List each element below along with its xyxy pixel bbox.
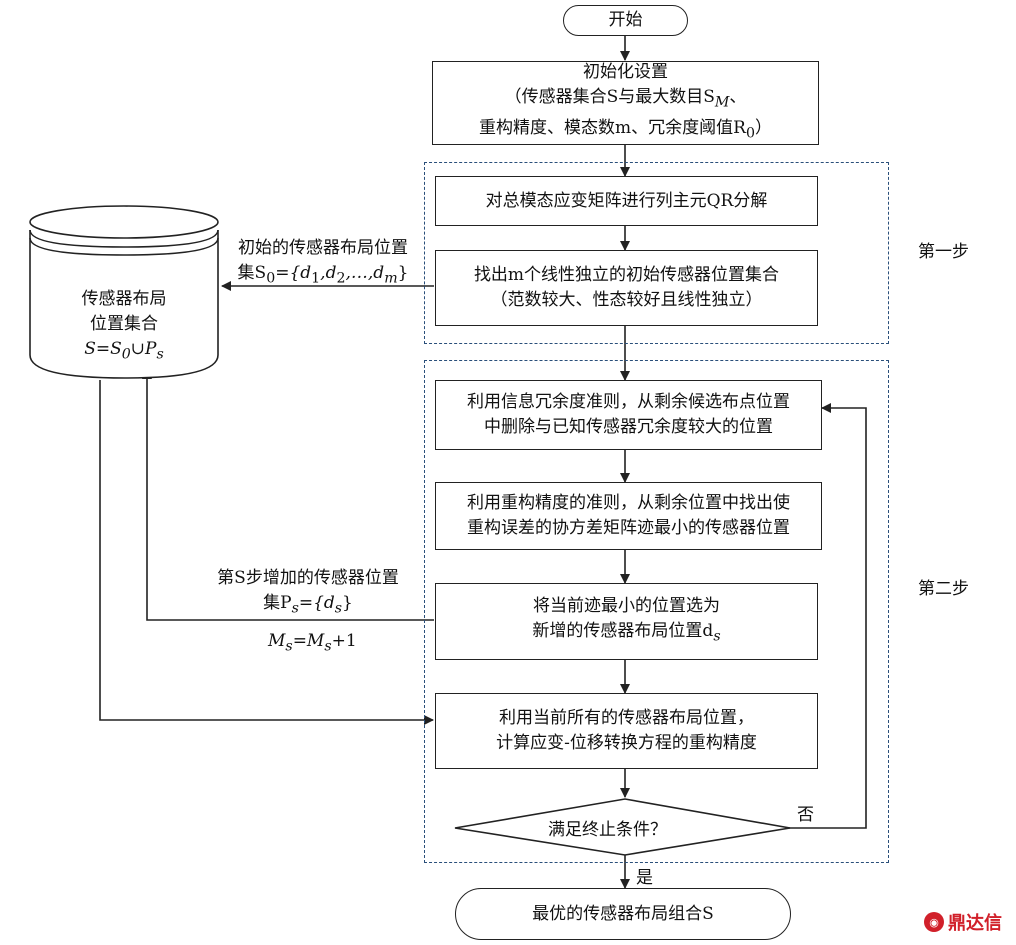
redundancy-line1: 利用信息冗余度准则，从剩余候选布点位置 [467, 392, 790, 412]
database-text: 传感器布局 位置集合 S=S0∪Ps [30, 287, 218, 367]
find-line2: （范数较大、性态较好且线性独立） [490, 290, 763, 310]
added-set-label: 第S步增加的传感器位置 集Ps={ds} [196, 566, 420, 621]
init-line3: 重构精度、模态数m、冗余度阈值R0） [479, 117, 772, 141]
init-title: 初始化设置 [583, 62, 668, 83]
select-line2: 新增的传感器布局位置ds [532, 620, 721, 645]
watermark-logo: ◉ 鼎达信 [924, 909, 1002, 935]
database-line2: 位置集合 [90, 314, 158, 334]
compute-line1: 利用当前所有的传感器布局位置， [499, 708, 754, 728]
initial-set-formula: 集S0={d1,d2,…,dm} [237, 263, 409, 287]
find-line1: 找出m个线性独立的初始传感器位置集合 [473, 265, 780, 285]
start-label: 开始 [608, 10, 643, 30]
init-line2: （传感器集合S与最大数目SM、 [504, 87, 747, 111]
step1-region [424, 162, 889, 344]
count-update-formula: Ms=Ms+1 [268, 631, 357, 655]
precision-line1: 利用重构精度的准则，从剩余位置中找出使 [467, 493, 790, 513]
end-label: 最优的传感器布局组合S [532, 903, 714, 924]
database-formula: S=S0∪Ps [84, 339, 164, 363]
step1-label: 第一步 [918, 242, 969, 262]
qr-decomposition-box: 对总模态应变矩阵进行列主元QR分解 [435, 176, 818, 226]
redundancy-box: 利用信息冗余度准则，从剩余候选布点位置 中删除与已知传感器冗余度较大的位置 [435, 380, 822, 450]
end-terminal: 最优的传感器布局组合S [455, 888, 791, 940]
precision-line2: 重构误差的协方差矩阵迹最小的传感器位置 [467, 518, 790, 538]
initial-set-line1: 初始的传感器布局位置 [238, 238, 408, 258]
redundancy-line2: 中删除与已知传感器冗余度较大的位置 [484, 417, 773, 437]
compute-precision-box: 利用当前所有的传感器布局位置， 计算应变-位移转换方程的重构精度 [435, 693, 818, 769]
added-set-formula: 集Ps={ds} [263, 593, 353, 617]
precision-box: 利用重构精度的准则，从剩余位置中找出使 重构误差的协方差矩阵迹最小的传感器位置 [435, 482, 822, 550]
select-line1: 将当前迹最小的位置选为 [533, 595, 720, 616]
yes-label: 是 [636, 868, 653, 888]
qr-text: 对总模态应变矩阵进行列主元QR分解 [485, 190, 768, 211]
start-terminal: 开始 [563, 5, 688, 36]
initial-set-label: 初始的传感器布局位置 集S0={d1,d2,…,dm} [218, 236, 428, 291]
step2-region [424, 360, 889, 863]
added-set-line1: 第S步增加的传感器位置 [217, 568, 399, 588]
find-initial-set-box: 找出m个线性独立的初始传感器位置集合 （范数较大、性态较好且线性独立） [435, 250, 818, 326]
compute-line2: 计算应变-位移转换方程的重构精度 [496, 733, 757, 753]
database-cylinder [29, 205, 219, 379]
database-line1: 传感器布局 [81, 289, 167, 309]
no-label: 否 [797, 805, 814, 825]
termination-condition: 满足终止条件？ [548, 820, 667, 840]
init-settings-box: 初始化设置 （传感器集合S与最大数目SM、 重构精度、模态数m、冗余度阈值R0） [432, 61, 819, 145]
watermark-text: 鼎达信 [948, 913, 1002, 934]
step2-label: 第二步 [918, 579, 969, 599]
select-min-trace-box: 将当前迹最小的位置选为 新增的传感器布局位置ds [435, 583, 818, 660]
logo-icon: ◉ [924, 912, 944, 932]
